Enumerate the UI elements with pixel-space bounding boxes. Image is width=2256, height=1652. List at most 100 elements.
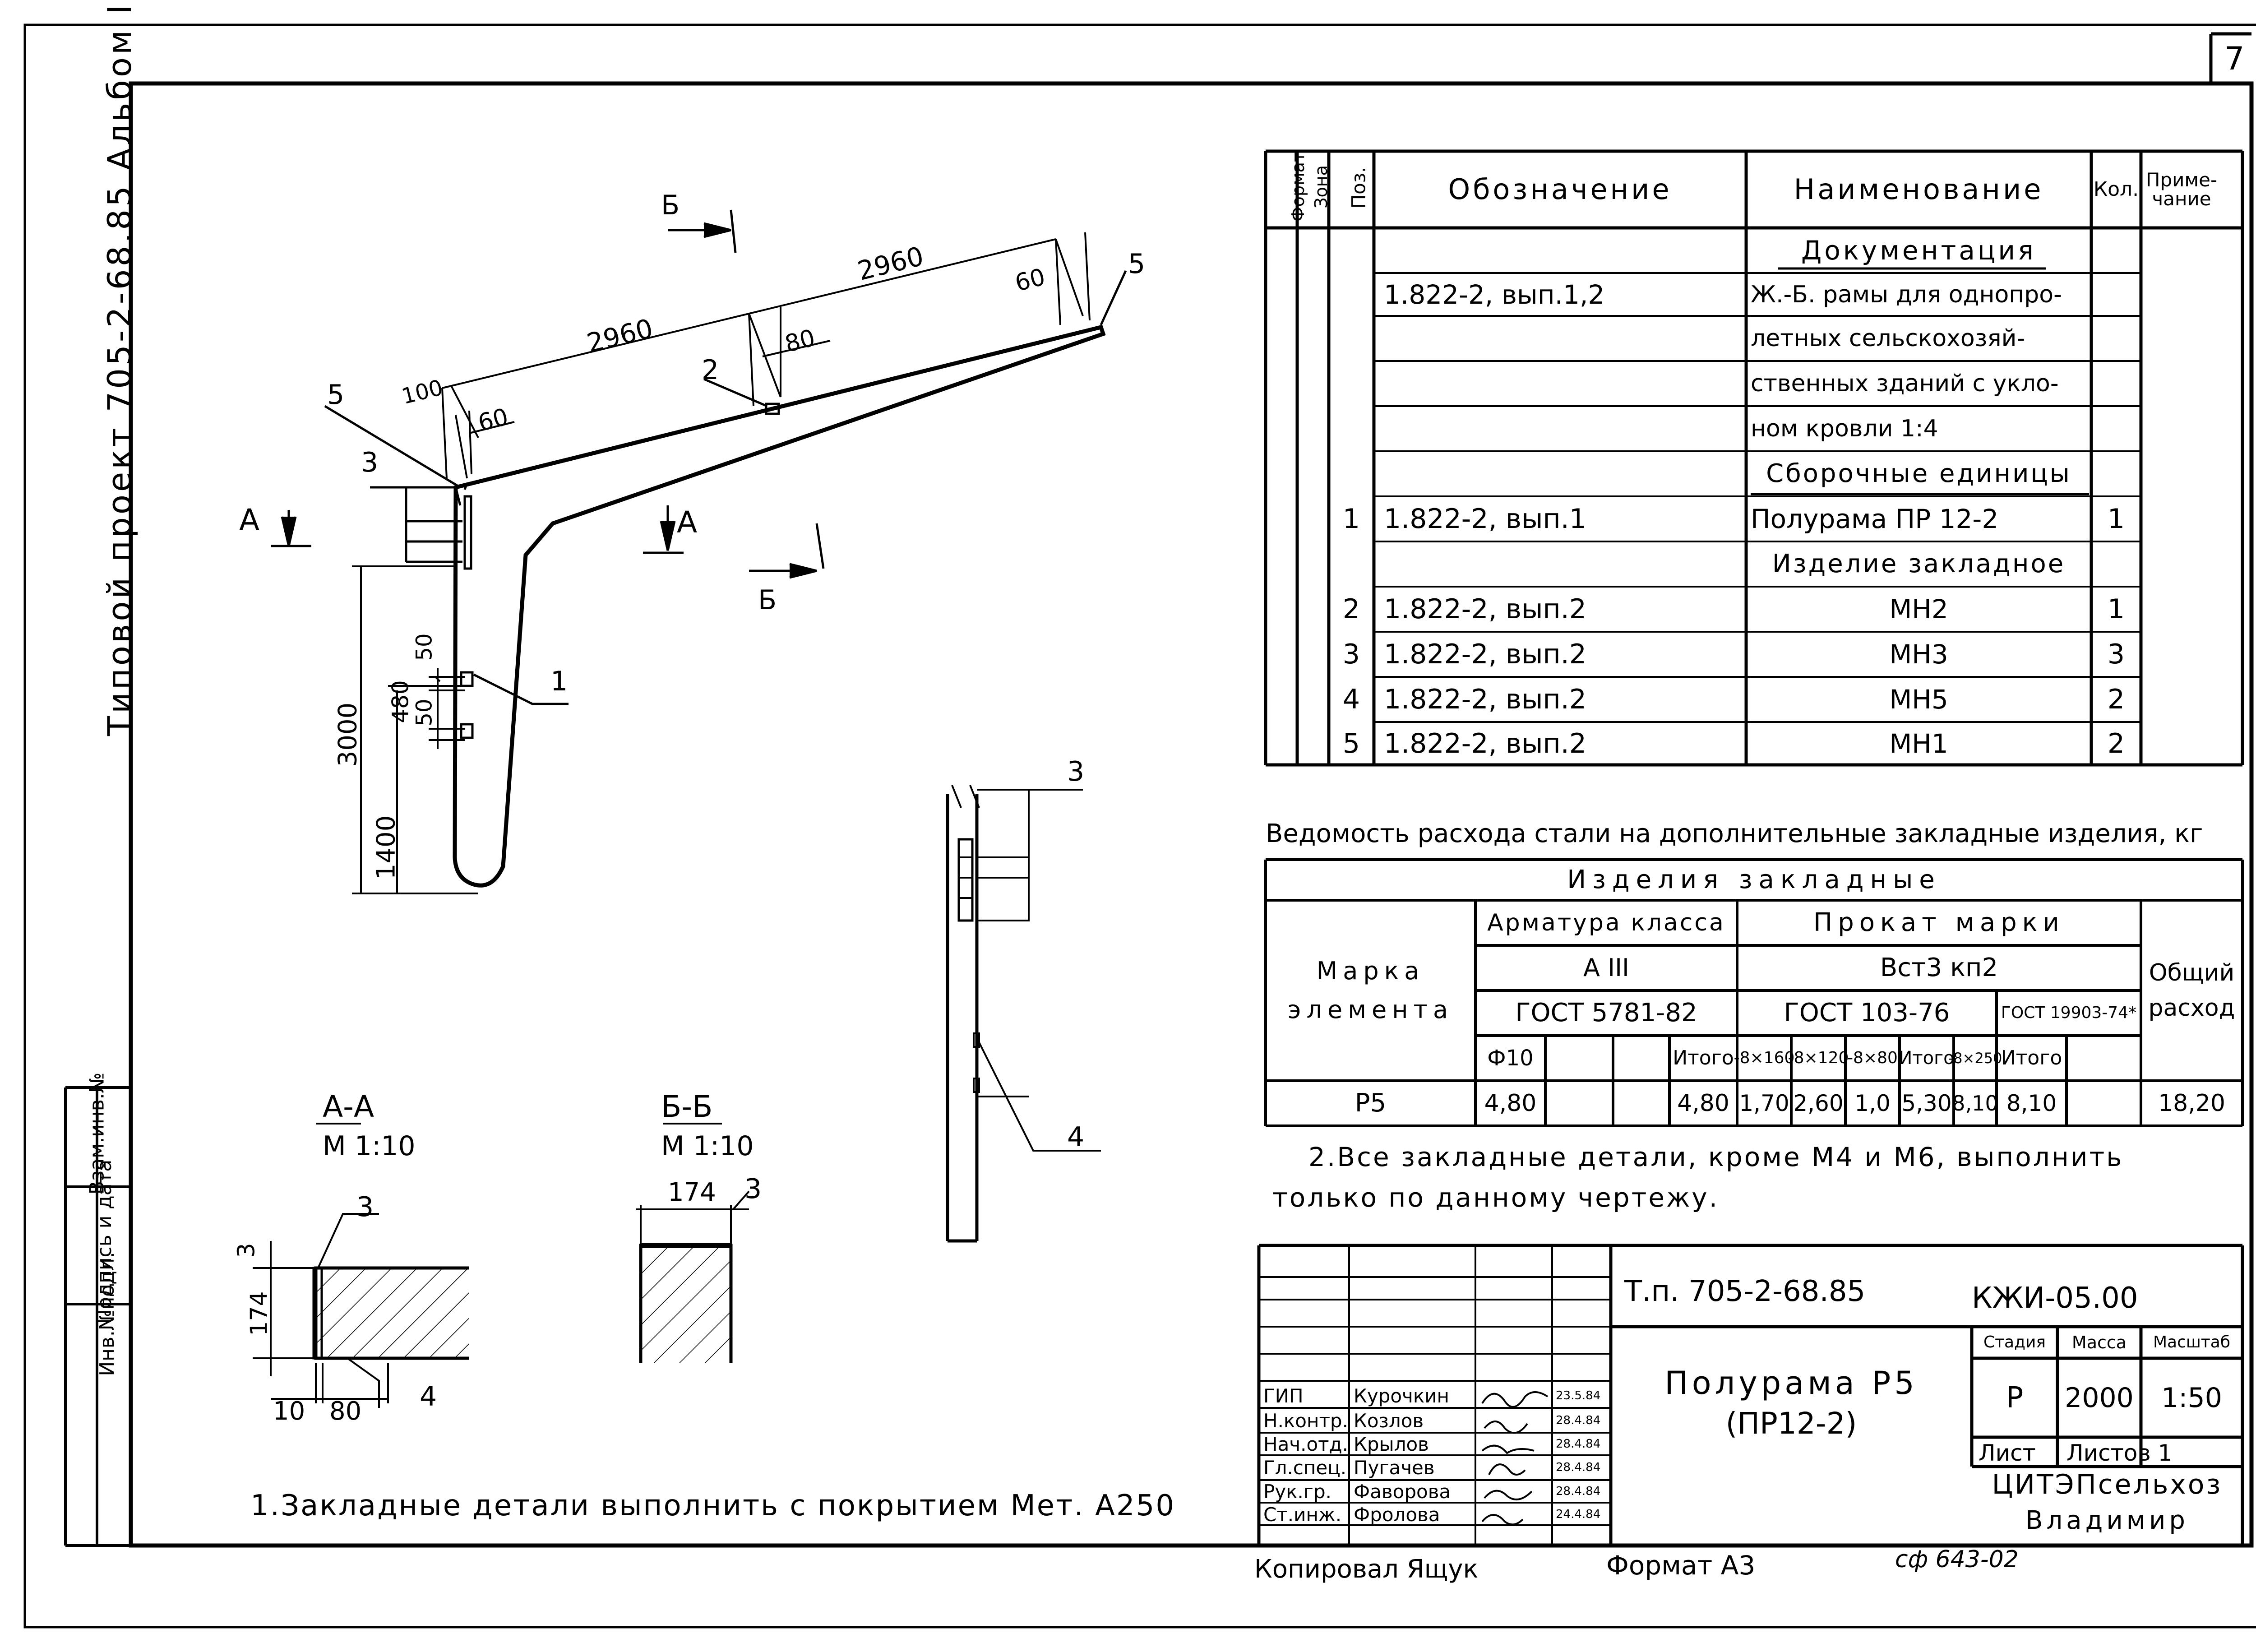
spec-row-name: Ж.-Б. рамы для однопро- [1751,281,2062,308]
steel-rolled-grade: Вст3 кп2 [1880,953,1998,982]
note-1: 1.Закладные детали выполнить с покрытием… [250,1489,1176,1522]
spec-row-name: МН1 [1889,728,1948,759]
steel-col-header: Итого [1673,1046,1734,1069]
signer-role: Гл.спец. [1263,1457,1347,1479]
steel-col-header: Итого [2001,1046,2062,1069]
signer-role: Н.контр. [1263,1410,1348,1432]
spec-header-qty: Кол. [2093,178,2139,201]
steel-col-header: Итого [1899,1048,1955,1069]
section-aa-scale: М 1:10 [323,1130,416,1162]
title-code: КЖИ-05.00 [1972,1282,2138,1315]
steel-rebar-title: Арматура класса [1487,909,1725,936]
section-bb-dim-174: 174 [668,1178,716,1207]
pos-label-1: 1 [550,666,568,697]
signer-role: Нач.отд. [1263,1433,1349,1455]
steel-rolled-title: Прокат марки [1813,908,2065,937]
side-view-strip [946,785,1101,1243]
footer-copied: Копировал Ящук [1254,1555,1479,1584]
steel-row-value: 5,30 [1901,1090,1952,1116]
signer-name: Курочкин [1354,1385,1449,1407]
section-mark-b-bottom: Б [758,584,777,616]
steel-col-header: -8×250 [1948,1050,2002,1067]
section-mark-b-top: Б [661,190,680,221]
steel-col-header: -8×120 [1788,1049,1849,1067]
spec-row-designation: 1.822-2, вып.1,2 [1384,279,1605,310]
spec-header-designation: Обозначение [1448,173,1672,206]
spec-row-name: МН5 [1889,684,1948,715]
spec-row-name: ном кровли 1:4 [1751,415,1938,442]
signer-date: 28.4.84 [1556,1414,1601,1427]
signer-date: 24.4.84 [1556,1508,1601,1521]
steel-group-header: Изделия закладные [1567,865,1941,894]
spec-row-name: Полурама ПР 12-2 [1751,504,1999,534]
footer-format: Формат А3 [1606,1550,1756,1581]
steel-rolled-gost1: ГОСТ 103-76 [1784,998,1950,1027]
pos-label-3: 3 [361,447,379,478]
spec-row-pos: 5 [1342,727,1360,759]
spec-row-designation: 1.822-2, вып.2 [1384,684,1586,715]
title-stage-label: Стадия [1983,1333,2046,1351]
steel-mark-header: Марка элемента [1287,956,1454,1024]
steel-table-grid [1264,858,2244,1127]
signer-date: 23.5.84 [1556,1389,1601,1402]
section-aa-title: А-А [323,1089,374,1124]
spec-row-qty: 2 [2107,684,2125,715]
footer-code: сф 643-02 [1895,1546,2019,1573]
section-aa-drawing [253,1123,469,1408]
spec-row-designation: 1.822-2, вып.1 [1384,503,1586,535]
title-scale-label: Масштаб [2153,1333,2231,1351]
spec-row-designation: 1.822-2, вып.2 [1384,727,1586,759]
signer-name: Пугачев [1354,1457,1435,1479]
signer-role: ГИП [1263,1385,1304,1407]
sheet-outer-border [23,23,2256,1629]
note-2-line2: только по данному чертежу. [1272,1182,1720,1213]
page-number: 7 [2224,40,2245,77]
note-2-line1: 2.Все закладные детали, кроме М4 и М6, в… [1308,1142,2124,1172]
steel-row-value: 8,10 [1952,1091,1998,1115]
spec-header-note: Приме-чание [2145,169,2218,210]
steel-col-header: Ф10 [1487,1046,1534,1071]
spec-header-name: Наименование [1794,173,2044,206]
section-aa-dim-10: 10 [273,1397,305,1426]
steel-col-header: -8×80 [1847,1049,1898,1067]
section-bb-drawing [636,1123,750,1363]
steel-col-header: -8×160 [1734,1049,1795,1067]
spec-row-designation: 1.822-2, вып.2 [1384,639,1586,670]
spec-row-name: Сборочные единицы [1766,459,2071,488]
section-mark-a-right: А [677,505,698,540]
pos-label-5-left: 5 [327,379,345,411]
title-mass: 2000 [2065,1382,2134,1414]
section-mark-a-left: А [239,503,260,537]
title-name-line2: (ПР12-2) [1725,1406,1857,1441]
spec-row-name: Изделие закладное [1772,549,2066,578]
spec-row-qty: 1 [2107,593,2125,625]
pos-label-2: 2 [702,354,719,386]
spec-row-pos: 2 [1342,593,1360,625]
title-sheet-label: Лист [1979,1440,2036,1466]
spec-row-name: ственных зданий с укло- [1751,370,2059,397]
steel-total-header: Общий расход [2148,959,2235,1022]
steel-row-mark: Р5 [1355,1088,1387,1118]
spec-row-pos: 4 [1342,684,1360,715]
pos-label-4-side: 4 [1067,1121,1085,1153]
steel-row-value: 8,10 [2006,1090,2057,1116]
steel-table-title: Ведомость расхода стали на дополнительны… [1266,819,2203,848]
spec-row-name: Документация [1801,235,2036,266]
spec-table-grid [1264,149,2244,767]
spec-row-pos: 1 [1342,503,1360,535]
spec-row-name: летных сельскохозяй- [1751,325,2025,352]
spec-row-qty: 1 [2107,503,2125,535]
title-scale: 1:50 [2161,1382,2222,1414]
signer-role: Рук.гр. [1263,1481,1331,1503]
title-org-line2: Владимир [2025,1506,2189,1535]
steel-rebar-gost: ГОСТ 5781-82 [1515,998,1697,1027]
title-name-line1: Полурама Р5 [1664,1365,1918,1402]
spec-row-pos: 3 [1342,639,1360,670]
steel-rebar-class: А III [1583,953,1629,982]
signer-name: Крылов [1354,1433,1429,1455]
signer-date: 28.4.84 [1556,1461,1601,1474]
title-mass-label: Масса [2071,1333,2127,1352]
sheet-inner-border [129,81,2254,1548]
